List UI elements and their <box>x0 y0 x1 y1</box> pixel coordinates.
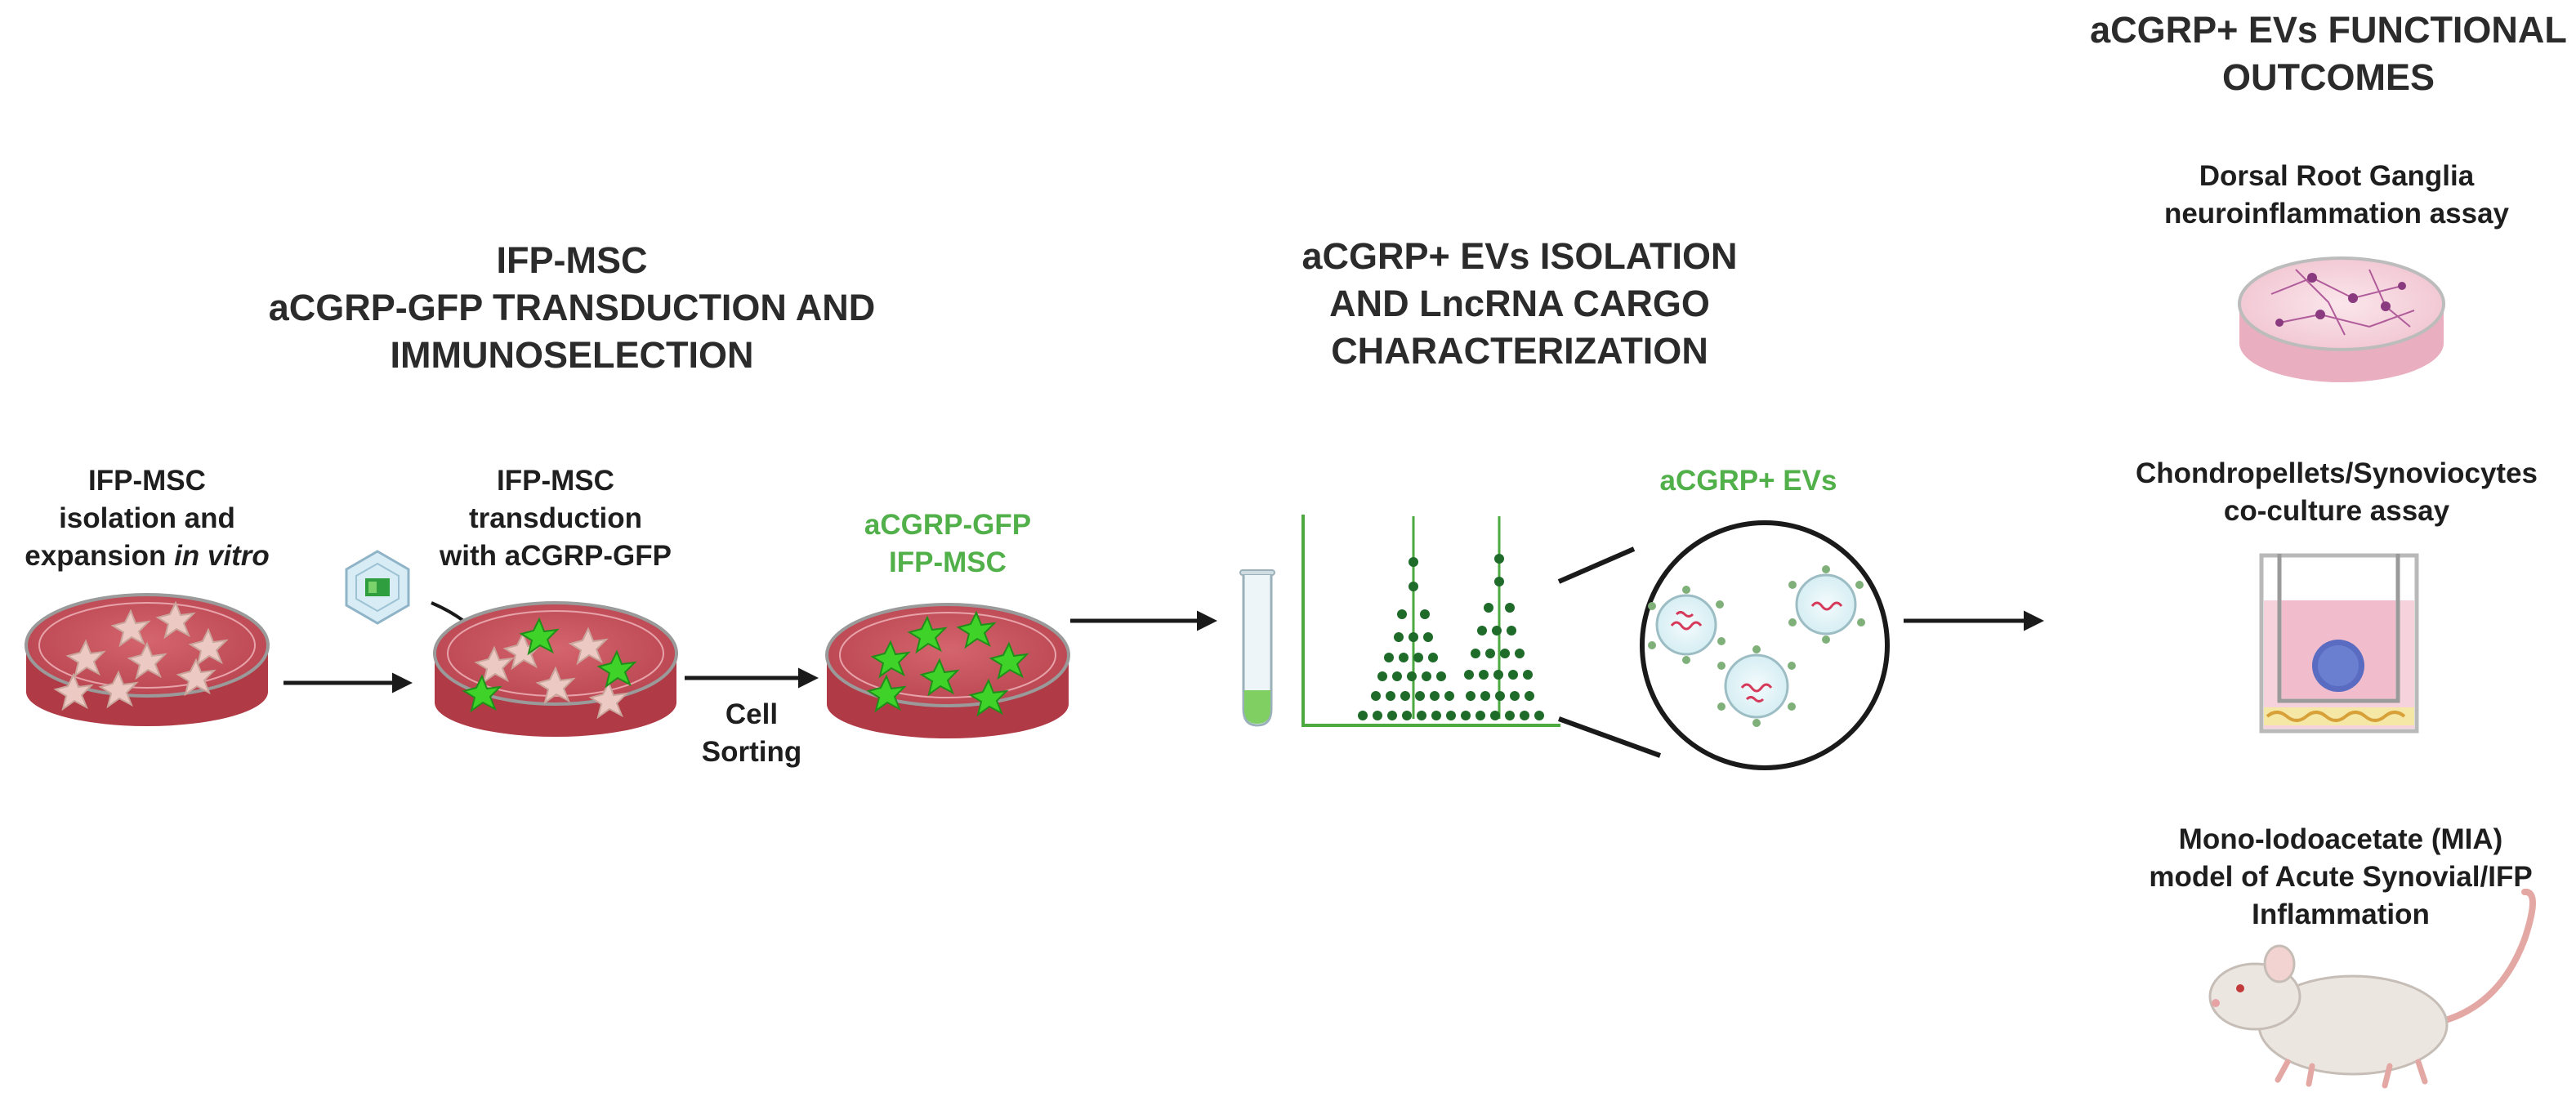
zoom-line-bottom <box>1557 716 1662 758</box>
petri-dish-icon-3 <box>825 603 1070 738</box>
label-transduction: IFP-MSC transduction with aCGRP-GFP <box>440 465 672 572</box>
label-drg-assay: Dorsal Root Ganglia neuroinflammation as… <box>2163 160 2510 230</box>
label-coculture-assay: Chondropellets/Synoviocytes co-culture a… <box>2135 457 2538 527</box>
mouse-icon <box>2208 889 2536 1089</box>
label-mia-model: Mono-Iodoacetate (MIA) model of Acute Sy… <box>2149 823 2533 930</box>
lentivirus-icon <box>345 550 410 625</box>
heading-isolation: aCGRP+ EVs ISOLATION AND LncRNA CARGO CH… <box>1301 235 1738 372</box>
petri-dish-icon <box>25 593 270 726</box>
neuron-dish-icon <box>2238 256 2445 382</box>
petri-dish-icon-2 <box>433 601 678 737</box>
zoom-line-top <box>1557 546 1636 584</box>
extracellular-vesicle-icon <box>1640 520 1890 770</box>
heading-transduction: IFP-MSC aCGRP-GFP TRANSDUCTION AND IMMUN… <box>268 239 876 376</box>
label-msc-isolation: IFP-MSC isolation and expansion in vitro <box>25 465 270 572</box>
test-tube-icon <box>1239 569 1275 727</box>
heading-outcomes: aCGRP+ EVs FUNCTIONAL OUTCOMES <box>2090 9 2567 98</box>
label-gfp-msc: aCGRP-GFP IFP-MSC <box>864 509 1032 578</box>
transwell-icon <box>2259 553 2419 734</box>
label-cell-sorting: Cell Sorting <box>701 698 802 768</box>
dot-plot-icon <box>1301 515 1560 727</box>
label-evs: aCGRP+ EVs <box>1659 465 1837 497</box>
